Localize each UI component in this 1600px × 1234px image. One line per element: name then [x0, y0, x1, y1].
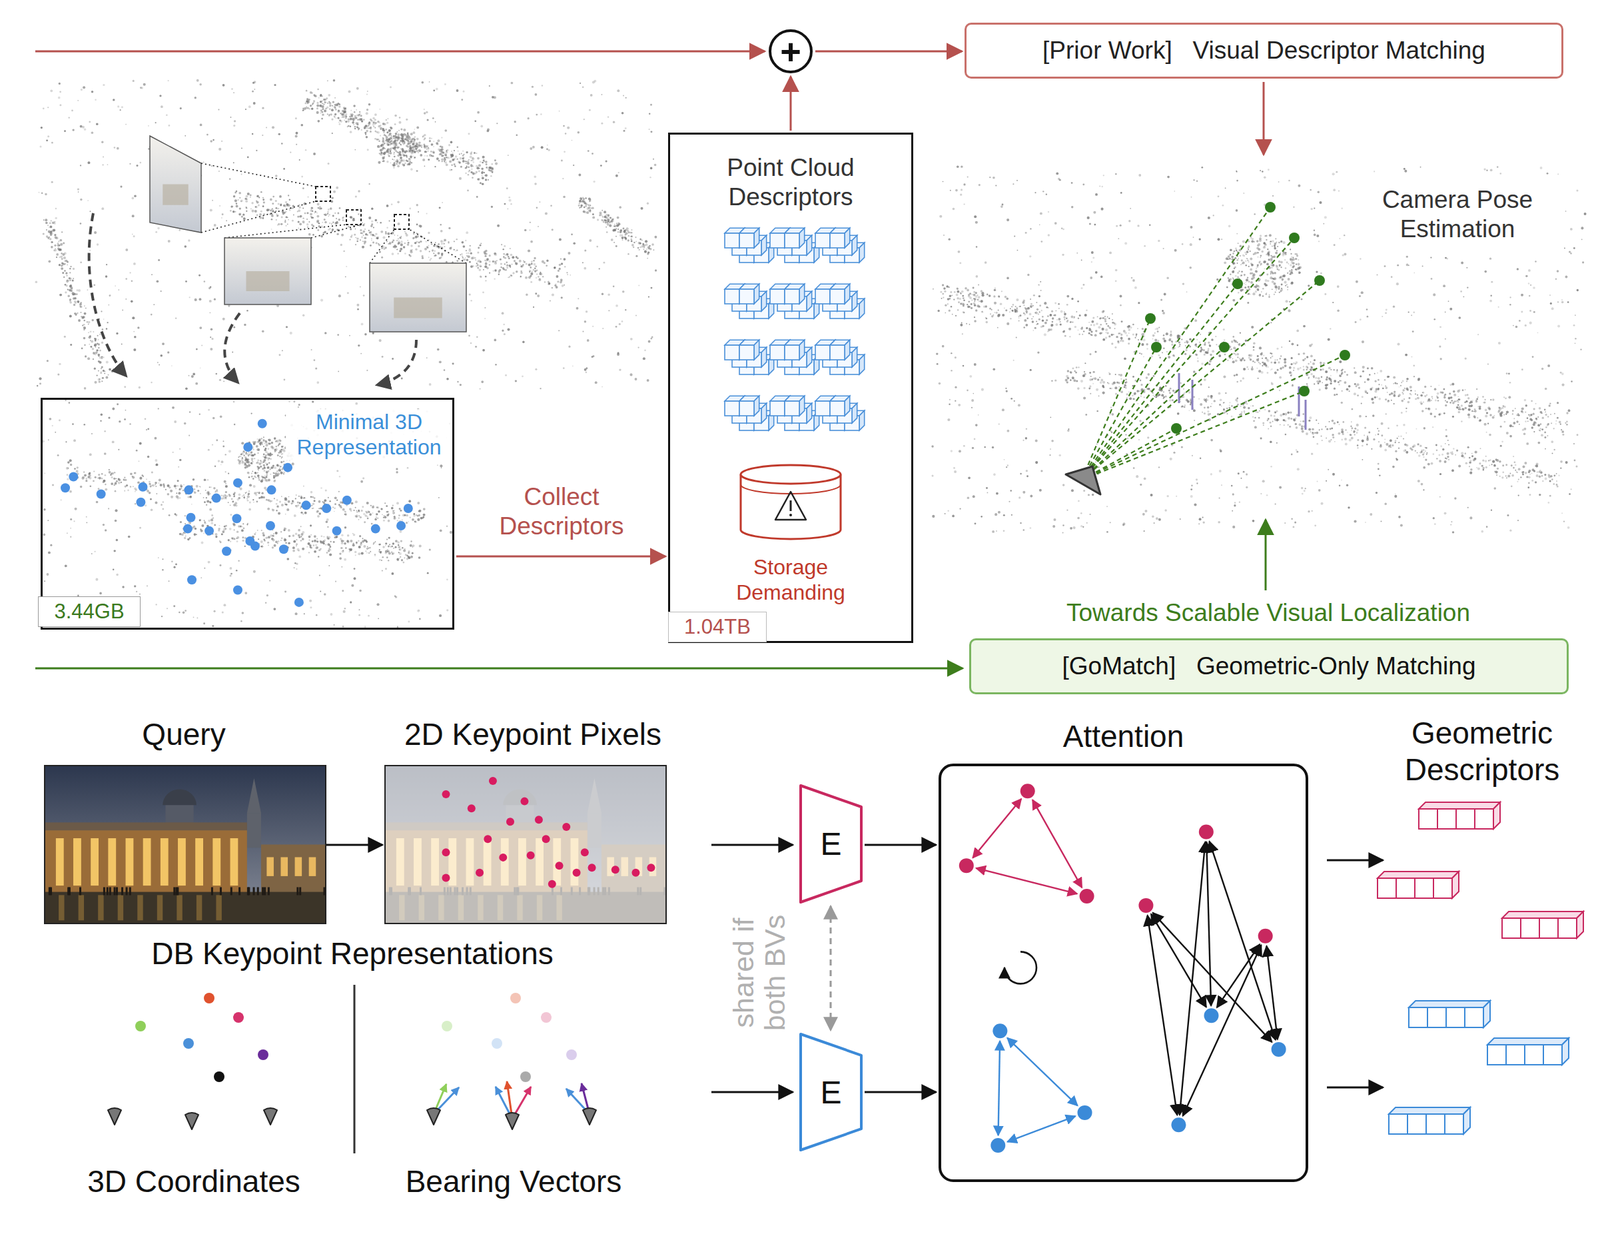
- figure-stage: +[Prior Work] Visual Descriptor Matching…: [0, 0, 1600, 1234]
